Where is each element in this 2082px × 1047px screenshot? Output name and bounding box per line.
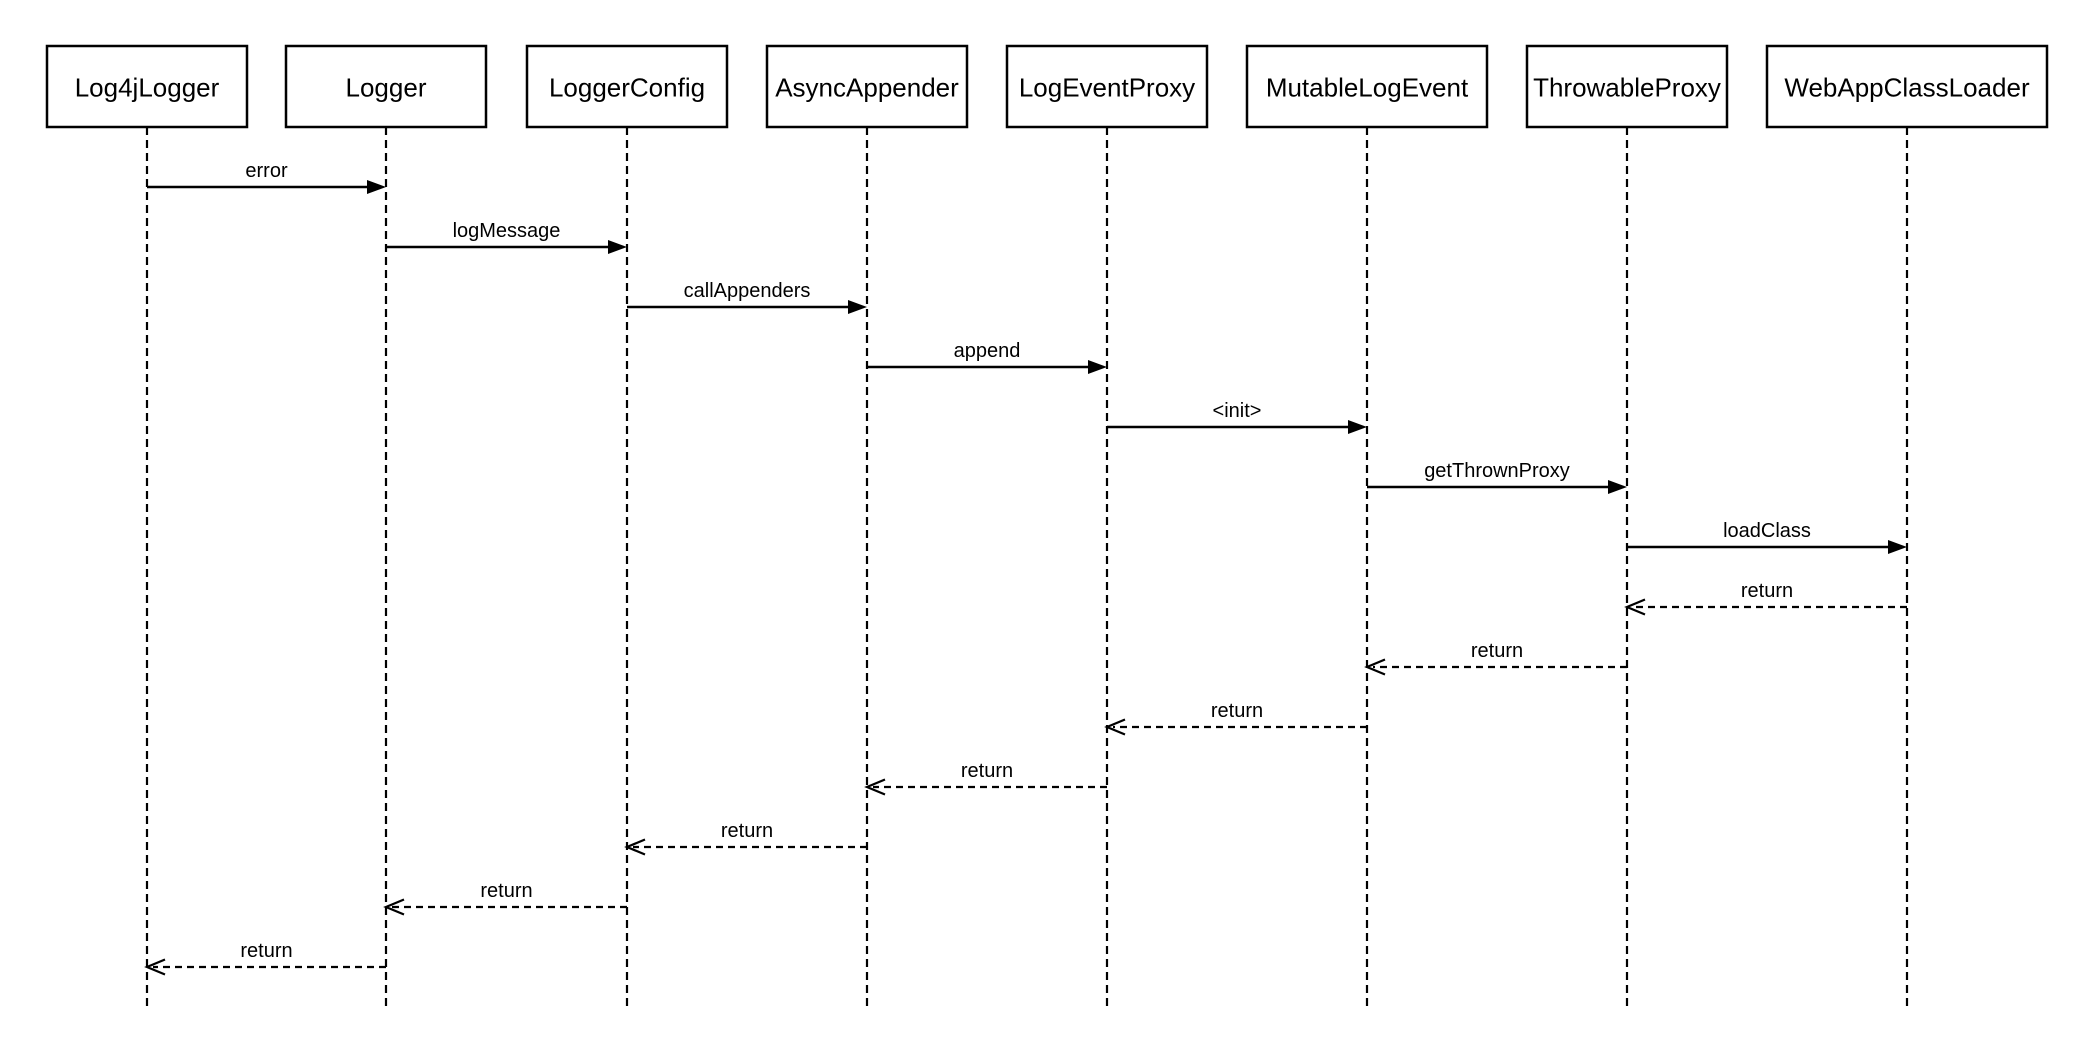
participant-log4jlogger: Log4jLogger: [45, 44, 249, 1006]
message-6-loadclass: loadClass: [1627, 520, 1907, 554]
open-arrowhead-icon: [383, 898, 405, 916]
message-label: loadClass: [1723, 520, 1811, 542]
message-label: return: [480, 880, 532, 902]
message-11-return: return: [624, 820, 867, 856]
solid-arrowhead-icon: [848, 300, 867, 314]
participant-box-asyncappender: [765, 44, 969, 129]
participant-name-webappclassloader: WebAppClassLoader: [1784, 73, 2030, 103]
open-arrowhead-icon: [144, 958, 166, 976]
participant-asyncappender: AsyncAppender: [765, 44, 969, 1006]
solid-arrowhead-icon: [1348, 420, 1367, 434]
message-label: append: [954, 340, 1021, 362]
message-0-error: error: [147, 160, 386, 194]
message-2-callappenders: callAppenders: [627, 280, 867, 314]
message-9-return: return: [1104, 700, 1367, 736]
participant-loggerconfig: LoggerConfig: [525, 44, 729, 1006]
solid-arrowhead-icon: [1088, 360, 1107, 374]
participant-mutablelogevent: MutableLogEvent: [1245, 44, 1489, 1006]
message-3-append: append: [867, 340, 1107, 374]
participant-box-webappclassloader: [1765, 44, 2049, 129]
open-arrowhead-icon: [864, 778, 886, 796]
solid-arrowhead-icon: [608, 240, 627, 254]
open-arrowhead-icon: [1364, 658, 1386, 676]
message-5-getthrownproxy: getThrownProxy: [1367, 460, 1627, 494]
message-label: return: [1211, 700, 1263, 722]
participant-throwableproxy: ThrowableProxy: [1525, 44, 1729, 1006]
message-label: return: [721, 820, 773, 842]
message-label: <init>: [1213, 400, 1262, 422]
message-8-return: return: [1364, 640, 1627, 676]
open-arrowhead-icon: [624, 838, 646, 856]
participant-name-logeventproxy: LogEventProxy: [1019, 73, 1195, 103]
message-7-return: return: [1624, 580, 1907, 616]
participant-name-log4jlogger: Log4jLogger: [75, 73, 220, 103]
message-12-return: return: [383, 880, 627, 916]
participant-box-logeventproxy: [1005, 44, 1209, 129]
participant-logger: Logger: [284, 44, 488, 1006]
solid-arrowhead-icon: [367, 180, 386, 194]
message-label: return: [1741, 580, 1793, 602]
participant-name-throwableproxy: ThrowableProxy: [1533, 73, 1721, 103]
participant-logeventproxy: LogEventProxy: [1005, 44, 1209, 1006]
participant-box-log4jlogger: [45, 44, 249, 129]
participant-name-logger: Logger: [346, 73, 427, 103]
participant-name-loggerconfig: LoggerConfig: [549, 73, 705, 103]
participant-box-mutablelogevent: [1245, 44, 1489, 129]
message-label: return: [1471, 640, 1523, 662]
message-label: logMessage: [453, 220, 561, 242]
message-13-return: return: [144, 940, 386, 976]
open-arrowhead-icon: [1104, 718, 1126, 736]
solid-arrowhead-icon: [1608, 480, 1627, 494]
solid-arrowhead-icon: [1888, 540, 1907, 554]
participant-webappclassloader: WebAppClassLoader: [1765, 44, 2049, 1006]
participant-name-asyncappender: AsyncAppender: [775, 73, 959, 103]
participant-box-throwableproxy: [1525, 44, 1729, 129]
message-1-logmessage: logMessage: [386, 220, 627, 254]
message-10-return: return: [864, 760, 1107, 796]
participant-box-logger: [284, 44, 488, 129]
message-label: getThrownProxy: [1424, 460, 1570, 482]
message-label: return: [240, 940, 292, 962]
message-label: return: [961, 760, 1013, 782]
participant-name-mutablelogevent: MutableLogEvent: [1266, 73, 1469, 103]
message-label: error: [245, 160, 288, 182]
message-label: callAppenders: [684, 280, 811, 302]
participant-box-loggerconfig: [525, 44, 729, 129]
message-4-init: <init>: [1107, 400, 1367, 434]
open-arrowhead-icon: [1624, 598, 1646, 616]
